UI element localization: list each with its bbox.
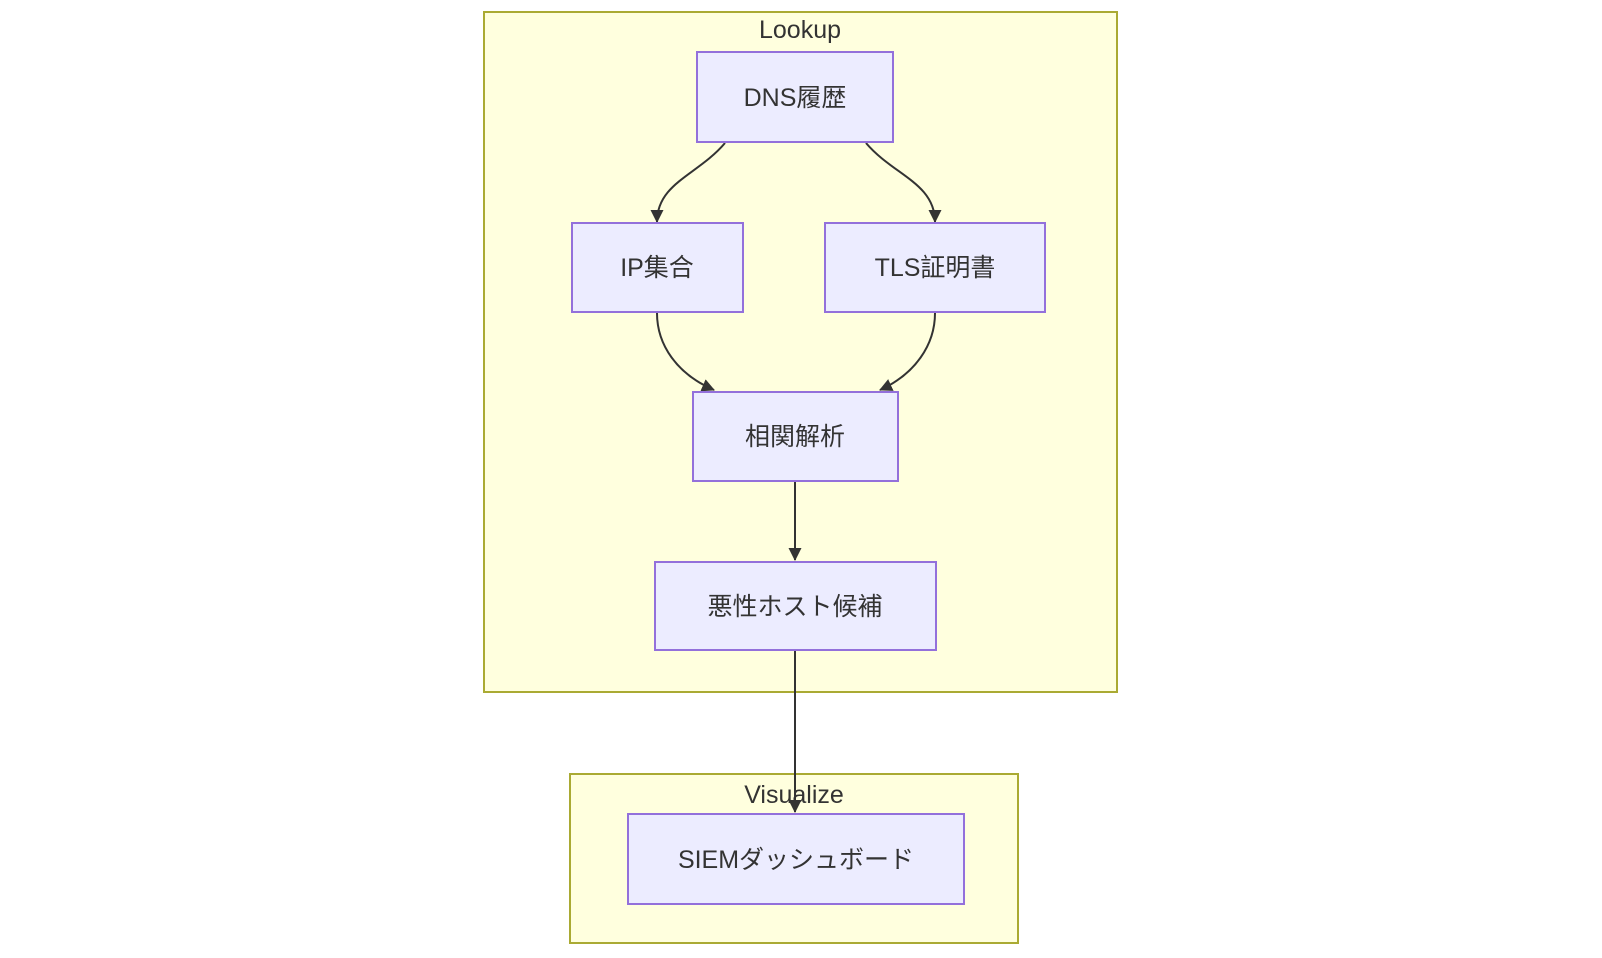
edge-ip-set-to-correlation bbox=[656, 312, 715, 392]
node-correlation-analysis-label: 相関解析 bbox=[745, 423, 845, 451]
node-correlation-analysis: 相関解析 bbox=[692, 391, 899, 482]
node-siem-dashboard-label: SIEMダッシュボード bbox=[678, 846, 914, 874]
node-dns-history: DNS履歴 bbox=[696, 51, 894, 143]
node-malicious-host-candidates-label: 悪性ホスト候補 bbox=[707, 593, 882, 621]
node-tls-cert: TLS証明書 bbox=[824, 222, 1046, 313]
node-siem-dashboard: SIEMダッシュボード bbox=[627, 813, 965, 905]
node-ip-set-label: IP集合 bbox=[620, 254, 694, 282]
edge-dns-history-to-ip-set bbox=[650, 142, 726, 223]
edge-tls-cert-to-correlation bbox=[879, 312, 936, 391]
edge-dns-history-to-tls-cert bbox=[865, 142, 942, 223]
node-ip-set: IP集合 bbox=[571, 222, 744, 313]
node-dns-history-label: DNS履歴 bbox=[744, 84, 847, 112]
node-tls-cert-label: TLS証明書 bbox=[875, 254, 996, 282]
cluster-lookup-label: Lookup bbox=[759, 16, 841, 44]
node-malicious-host-candidates: 悪性ホスト候補 bbox=[654, 561, 937, 651]
node-ip-set-box bbox=[571, 222, 744, 313]
node-tls-cert-box bbox=[824, 222, 1046, 313]
node-correlation-analysis-box bbox=[692, 391, 899, 482]
node-dns-history-box bbox=[696, 51, 894, 143]
node-malicious-host-candidates-box bbox=[654, 561, 937, 651]
node-siem-dashboard-box bbox=[627, 813, 965, 905]
